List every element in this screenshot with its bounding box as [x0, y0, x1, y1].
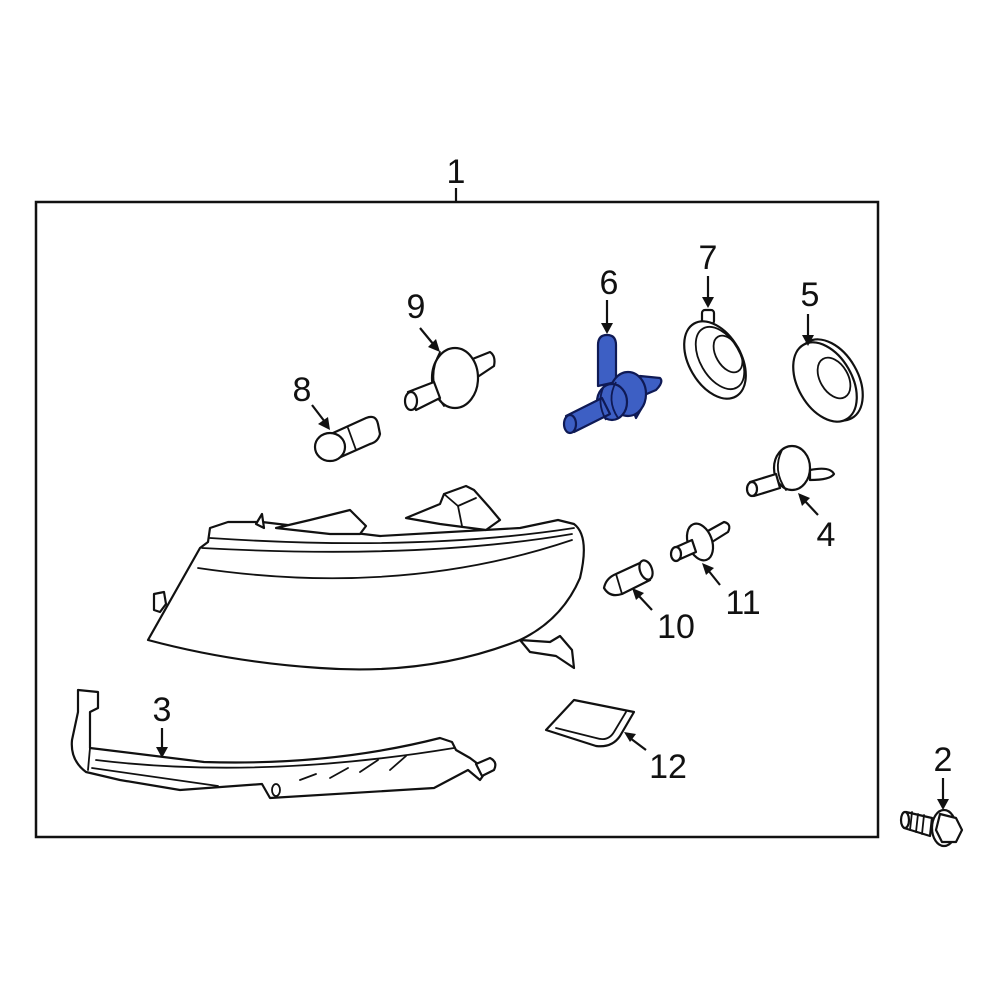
callout-label-4[interactable]: 4	[816, 516, 836, 554]
part-8-bulb[interactable]	[313, 415, 382, 463]
part-5-cap[interactable]	[780, 328, 876, 433]
callout-label-9[interactable]: 9	[406, 288, 426, 326]
callout-label-2[interactable]: 2	[933, 741, 953, 779]
part-1-headlamp-housing[interactable]	[146, 484, 585, 671]
callout-label-1[interactable]: 1	[446, 153, 466, 191]
callout-label-3[interactable]: 3	[152, 691, 172, 729]
part-2-bolt[interactable]	[899, 808, 964, 848]
callout-label-6[interactable]: 6	[599, 264, 619, 302]
callout-label-5[interactable]: 5	[800, 276, 820, 314]
callout-label-8[interactable]: 8	[292, 371, 312, 409]
callout-label-12[interactable]: 12	[649, 748, 687, 786]
callout-5-arrow	[802, 314, 814, 346]
callout-12-arrow	[624, 732, 647, 751]
callout-9-arrow	[419, 327, 440, 352]
part-11-socket[interactable]	[669, 520, 731, 564]
part-4-socket[interactable]	[745, 444, 836, 498]
part-9-socket[interactable]	[403, 346, 496, 412]
part-7-cap[interactable]	[671, 308, 758, 409]
part-12-label[interactable]	[544, 698, 636, 748]
callout-7-arrow	[702, 276, 714, 308]
callout-3-arrow	[156, 728, 168, 758]
callout-label-11[interactable]: 11	[725, 584, 761, 622]
part-3-side-marker-strip[interactable]	[70, 688, 497, 800]
callout-10-arrow	[632, 588, 653, 611]
callout-label-10[interactable]: 10	[657, 608, 695, 646]
callout-2-arrow	[937, 778, 949, 810]
part-6-bulb-socket[interactable]	[562, 333, 663, 435]
part-10-bulb[interactable]	[602, 559, 655, 597]
callout-11-arrow	[702, 563, 721, 586]
callout-4-arrow	[798, 493, 819, 516]
callout-label-7[interactable]: 7	[698, 239, 718, 277]
callout-8-arrow	[311, 404, 330, 430]
callout-6-arrow	[601, 300, 613, 334]
